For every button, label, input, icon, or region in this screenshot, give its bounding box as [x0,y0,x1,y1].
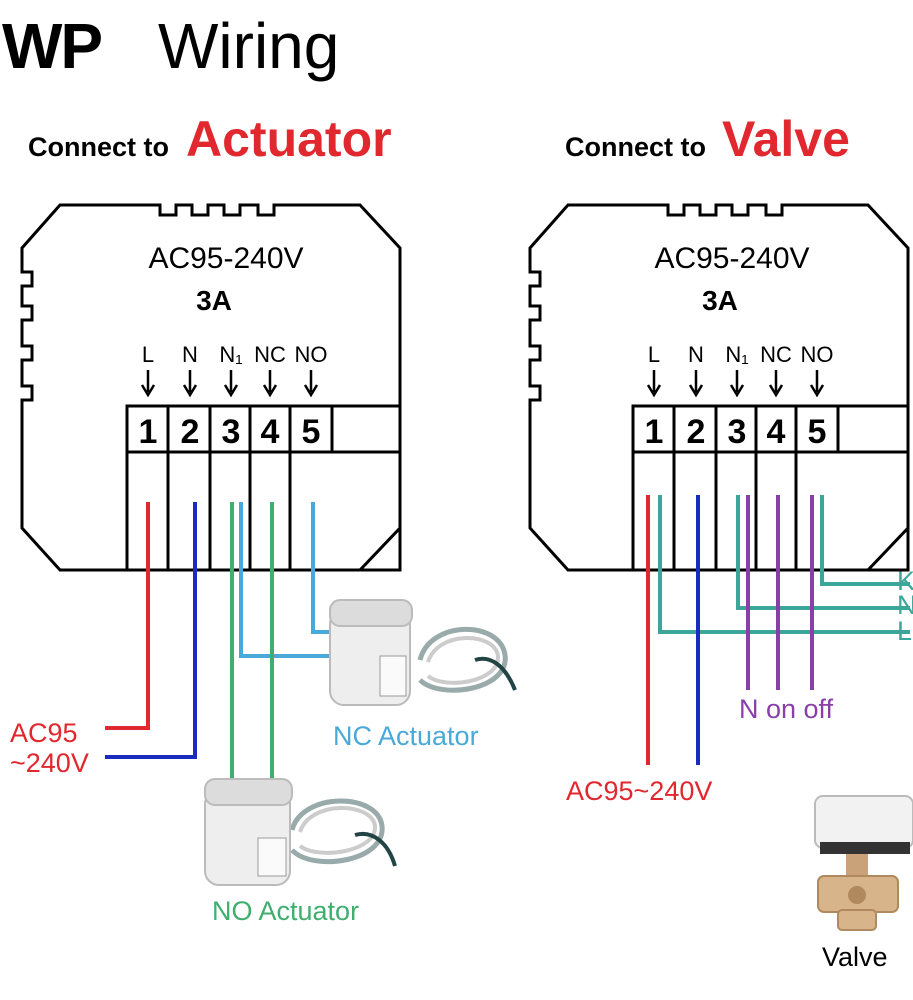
right-terminal-number: 2 [687,413,706,451]
left-terminal-arrow-icon [182,370,198,398]
right-voltage: AC95-240V [654,242,809,275]
right-n-wire [736,495,910,610]
right-l-wire [658,495,910,634]
right-terminal-label: NO [801,342,834,367]
right-current: 3A [702,285,738,316]
left-terminal-block [125,404,402,572]
no-actuator-label: NO Actuator [212,896,359,926]
left-terminal-number: 4 [261,413,280,451]
no-actuator-icon [204,778,397,886]
left-voltage: AC95-240V [148,242,303,275]
terminal-labels: L 1 N 2 N₁ 3 NC 4 NO 5 L 1 N 2 N₁ 3 NC 4 NO 5 [139,342,834,451]
left-no-wire [311,502,335,634]
right-terminal-label: N [688,342,704,367]
left-heading-big: Actuator [186,111,392,167]
left-terminal-label: N [182,342,198,367]
left-terminal-label: N₁ [219,342,242,367]
right-wires [646,495,910,765]
right-heading-big: Valve [722,111,850,167]
left-terminal-arrow-icon [140,370,156,398]
valve-icon [814,795,913,931]
right-supply-label: AC95~240V [566,776,712,806]
left-neutral-wire [105,502,197,759]
right-terminal-arrow-icon [729,370,745,398]
left-heading-small: Connect to [28,132,169,162]
left-terminal-label: NC [254,342,286,367]
n-on-off-label: N on off [739,694,834,724]
left-terminal-number: 2 [181,413,200,451]
valve-wire-k: K [897,566,913,596]
left-terminal-label: NO [295,342,328,367]
nc-actuator-label: NC Actuator [333,721,479,751]
right-terminal-block [631,404,910,572]
valve-wire-l: L [897,616,912,646]
left-n1-wire-b [239,502,335,658]
title-light: Wiring [158,10,339,82]
left-terminal-label: L [142,342,154,367]
left-wires [105,502,335,800]
right-heading-small: Connect to [565,132,706,162]
right-terminal-arrow-icon [809,370,825,398]
right-terminal-arrow-icon [688,370,704,398]
nc-actuator-icon [329,599,517,706]
left-terminal-arrow-icon [262,370,278,398]
left-current: 3A [196,285,232,316]
left-terminal-arrow-icon [223,370,239,398]
left-supply-label-2: ~240V [10,748,89,778]
right-terminal-label: L [648,342,660,367]
left-terminal-number: 1 [139,413,158,451]
valve-label: Valve [822,942,888,972]
right-terminal-label: NC [760,342,792,367]
right-terminal-label: N₁ [725,342,748,367]
right-terminal-number: 3 [728,413,747,451]
valve-wire-n: N [897,590,913,620]
right-terminal-number: 1 [645,413,664,451]
right-k-wire [820,495,910,586]
left-supply-label-1: AC95 [10,718,78,748]
right-terminal-arrow-icon [768,370,784,398]
left-terminal-number: 3 [222,413,241,451]
title-bold: WP [2,10,101,82]
left-terminal-arrow-icon [303,370,319,398]
left-terminal-number: 5 [302,413,321,451]
right-terminal-number: 4 [767,413,786,451]
right-terminal-arrow-icon [646,370,662,398]
left-live-wire [105,502,150,730]
right-terminal-number: 5 [808,413,827,451]
